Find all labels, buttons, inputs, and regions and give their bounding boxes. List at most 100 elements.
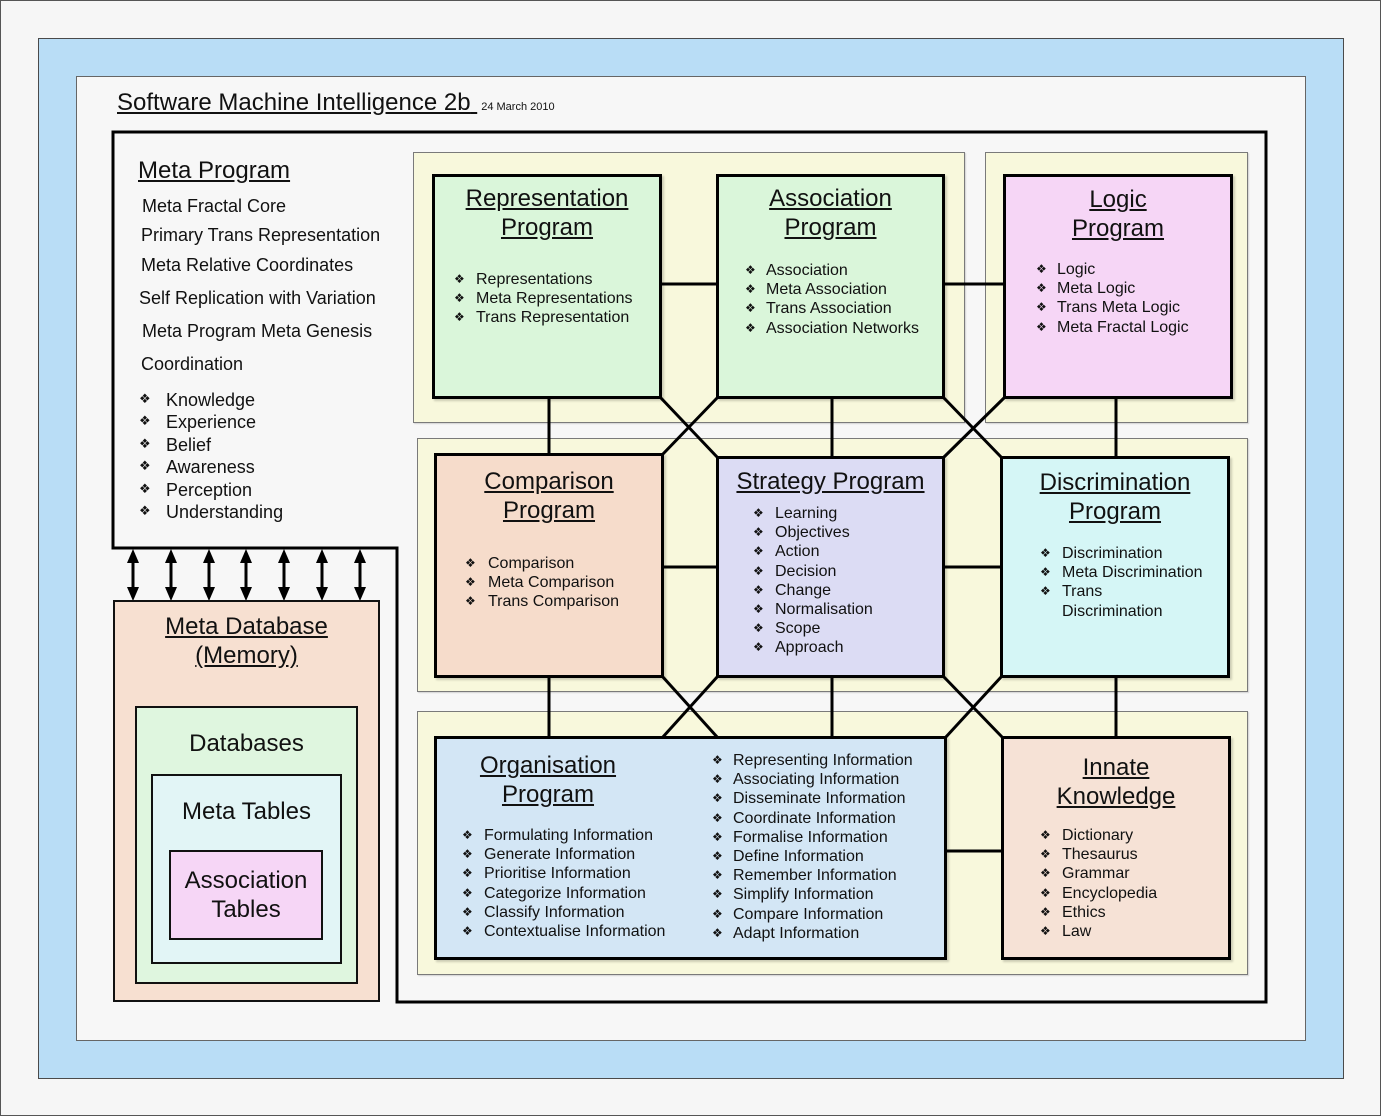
meta-program-bullet-list: ❖Knowledge ❖Experience ❖Belief ❖Awarenes… [139,389,283,523]
diagram-date: 24 March 2010 [481,101,555,113]
list-item: ❖Formulating Information [462,826,665,845]
bullet-icon: ❖ [745,320,756,335]
list-item-text: Remember Information [733,867,897,885]
title-line: Discrimination [1039,469,1191,496]
bullet-icon: ❖ [1040,924,1051,939]
list-item: ❖Objectives [753,523,873,542]
list-item: ❖Adapt Information [712,924,913,943]
connector-association-comparison-diagonal [660,395,720,457]
main-frame [111,130,1268,1004]
list-item: ❖Compare Information [712,905,913,924]
list-item-text: Objectives [775,524,850,542]
list-item-text: Comparison [488,555,575,572]
bullet-icon: ❖ [753,544,764,559]
bullet-icon: ❖ [712,810,723,825]
bullet-icon: ❖ [462,924,473,939]
list-item: ❖Normalisation [753,600,873,619]
list-item-text: Dictionary [1062,827,1134,844]
strategy-program-box: Strategy Program ❖Learning ❖Objectives ❖… [716,456,945,678]
list-item-text: Simplify Information [733,886,874,904]
bullet-icon: ❖ [753,640,764,655]
item-list: ❖Dictionary ❖Thesaurus ❖Grammar ❖Encyclo… [1040,826,1157,941]
box-title: Representation Program [435,184,659,242]
item-list: ❖Association ❖Meta Association ❖Trans As… [745,261,919,338]
list-item: ❖Perception [139,479,283,501]
list-item: ❖Contextualise Information [462,922,665,941]
list-item-text: Meta Discrimination [1062,564,1203,582]
list-item-text: Meta Association [766,281,887,299]
list-item: ❖Comparison [465,554,619,573]
box-title: Logic Program [1006,185,1230,243]
list-item-text: Decision [775,562,837,580]
list-item: ❖Encyclopedia [1040,884,1157,903]
meta-program-item: Meta Fractal Core [142,196,287,216]
connector-logic-strategy-diagonal [941,395,1007,460]
title-line: Organisation [479,752,617,779]
bullet-icon: ❖ [1036,300,1047,315]
list-item: ❖ Law [1040,922,1157,941]
bullet-icon: ❖ [753,506,764,520]
list-item-text: Thesaurus [1062,846,1138,864]
list-item-text: Define Information [733,848,864,866]
list-item-text: Generate Information [484,846,636,864]
bullet-icon: ❖ [454,272,465,286]
bullet-icon: ❖ [712,887,723,902]
meta-program-item: Self Replication with Variation [139,288,376,308]
list-item-text: Representations [476,271,593,288]
list-item: ❖Experience [139,411,283,433]
meta-database-title: Meta Database (Memory) [115,612,378,670]
meta-program-title: Meta Program [138,157,291,184]
title-line: Comparison [484,468,614,495]
double-arrow-icon [316,549,328,601]
title-line: Program [500,214,594,241]
bullet-icon: ❖ [745,282,756,297]
list-item: ❖Meta Logic [1036,279,1189,298]
list-item: ❖Awareness [139,456,283,478]
list-item: ❖Trans Representation [454,308,633,327]
bullet-icon: ❖ [1036,319,1047,334]
list-item: ❖Grammar [1040,864,1157,883]
double-arrow-icon [278,549,290,601]
connector-strategy-organisation-diagonal [660,674,720,740]
list-item-text: Meta Representations [476,290,633,308]
list-item-text: Discrimination [1062,545,1163,562]
list-item-text: Classify Information [484,903,625,921]
list-item-text: Association [766,262,848,279]
list-item-text: Grammar [1062,865,1130,883]
list-item: ❖Meta Comparison [465,573,619,592]
discrimination-program-box: Discrimination Program ❖Discrimination ❖… [1000,456,1230,678]
representation-program-box: Representation Program ❖Representations … [432,174,662,399]
list-item-text: Trans Discrimination [1062,583,1163,620]
title-line: Innate [1082,754,1150,781]
bullet-icon: ❖ [745,301,756,316]
bullet-icon: ❖ [712,868,723,883]
box-title: Comparison Program [437,467,661,525]
list-item-text: Law [1062,923,1092,941]
bullet-icon: ❖ [753,582,764,597]
list-item: ❖ Thesaurus [1040,845,1157,864]
document-title: Software Machine Intelligence 2b 24 Marc… [117,88,555,122]
list-item: ❖Associating Information [712,770,913,789]
title-line: Program [1068,498,1162,525]
list-item: ❖Action [753,542,873,561]
list-item-text: Compare Information [733,905,884,923]
bullet-icon: ❖ [712,791,723,806]
bullet-icon: ❖ [139,414,151,430]
list-item: ❖Trans Meta Logic [1036,298,1189,317]
bullet-icon: ❖ [712,753,723,767]
label-line: Association [184,867,308,894]
list-item: ❖Learning [753,504,873,523]
list-item-text: Knowledge [166,390,256,410]
double-arrow-icon [127,549,139,601]
list-item: ❖Representing Information [712,751,913,770]
list-item: ❖Classify Information [462,903,665,922]
bullet-icon: ❖ [1040,847,1051,862]
list-item: ❖ Representations [454,270,633,289]
title-line: (Memory) [195,642,298,669]
list-item-text: Formulating Information [484,827,653,844]
title-line: Program [502,497,596,524]
list-item: ❖Categorize Information [462,884,665,903]
bullet-icon: ❖ [1040,904,1051,919]
list-item-text: Normalisation [775,601,873,619]
